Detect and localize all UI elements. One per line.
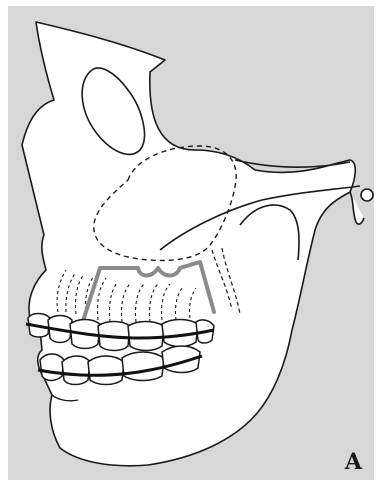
ear-marker [361, 189, 373, 201]
panel-label: A [345, 451, 362, 473]
